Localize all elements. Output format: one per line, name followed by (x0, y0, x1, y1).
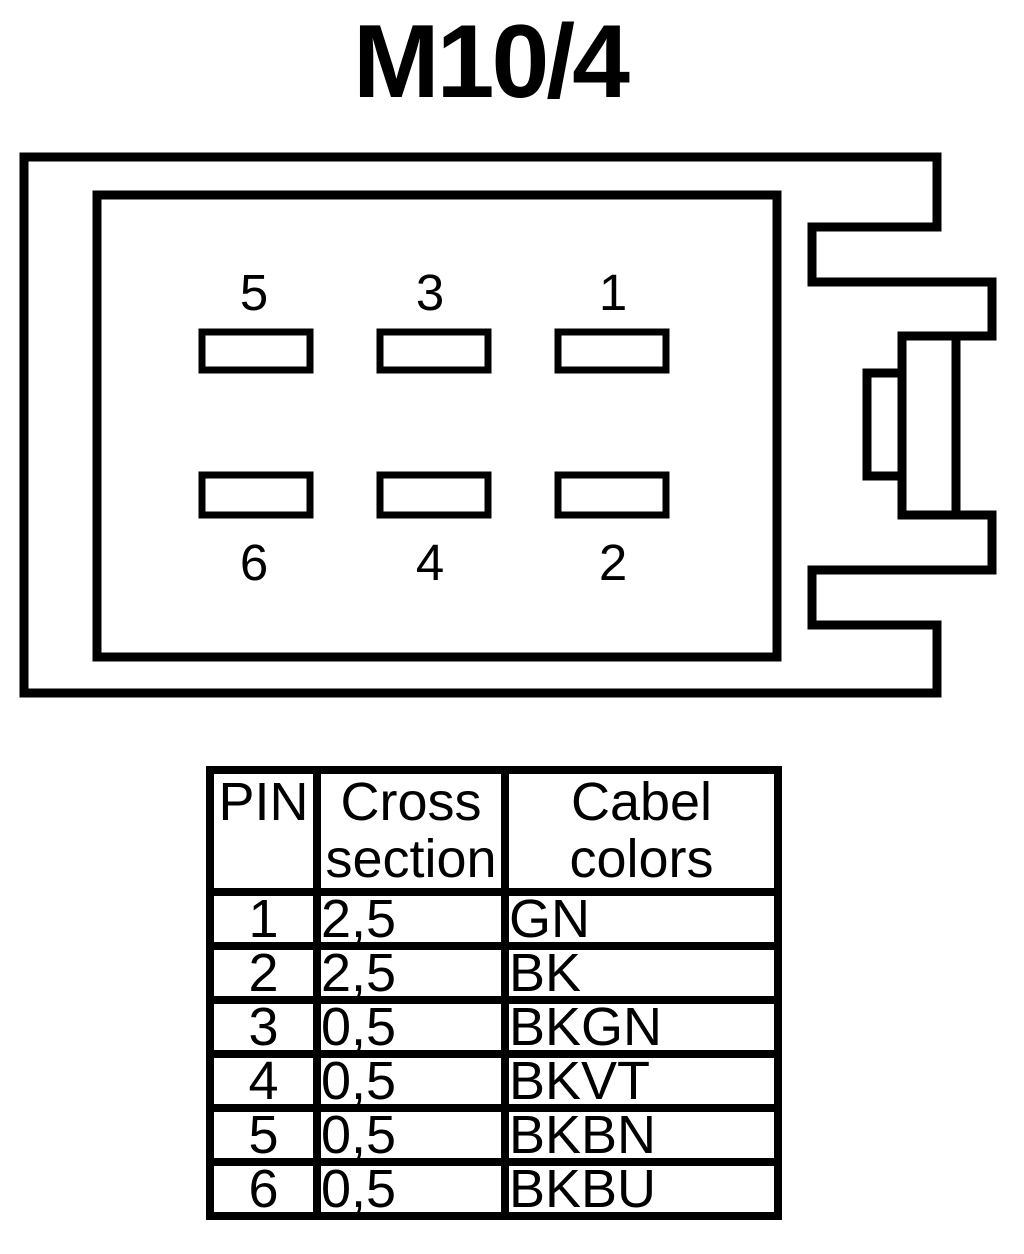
table-header-row: PIN Cross section Cabel colors (206, 766, 782, 896)
cable-color: BKGN (501, 996, 782, 1058)
pin-slot-2 (554, 471, 670, 519)
table-row: 2 2,5 BK (206, 942, 782, 1004)
pin-label-4: 4 (416, 534, 444, 591)
cross-section: 0,5 (313, 1050, 509, 1112)
connector-diagram: 5 3 1 6 4 2 (19, 152, 997, 698)
pin-label-5: 5 (240, 264, 268, 321)
pin-label-6: 6 (240, 534, 268, 591)
cable-color: BKVT (501, 1050, 782, 1112)
pin-number: 3 (206, 996, 321, 1058)
guide-tab (897, 331, 961, 520)
table-row: 1 2,5 GN (206, 888, 782, 950)
header-pin: PIN (206, 766, 321, 896)
cable-color: GN (501, 888, 782, 950)
cross-section: 2,5 (313, 942, 509, 1004)
pin-number: 1 (206, 888, 321, 950)
pin-slot-1 (554, 328, 670, 374)
pin-slot-3 (376, 328, 492, 374)
pin-number: 5 (206, 1104, 321, 1166)
table-row: 4 0,5 BKVT (206, 1050, 782, 1112)
pinout-table: PIN Cross section Cabel colors 1 2,5 GN … (206, 766, 782, 1220)
cable-color: BKBN (501, 1104, 782, 1166)
pin-label-3: 3 (416, 264, 444, 321)
pin-slot-4 (376, 471, 492, 519)
pin-slot-5 (198, 328, 314, 374)
pin-number: 6 (206, 1158, 321, 1220)
header-cross-section: Cross section (313, 766, 509, 896)
cross-section: 2,5 (313, 888, 509, 950)
cross-section: 0,5 (313, 996, 509, 1058)
guide-tab-bump (862, 368, 907, 481)
cable-color: BK (501, 942, 782, 1004)
cable-color: BKBU (501, 1158, 782, 1220)
pin-field-outline (92, 190, 782, 662)
cross-section: 0,5 (313, 1158, 509, 1220)
pin-label-1: 1 (599, 264, 627, 321)
pin-slot-6 (198, 471, 314, 519)
pin-label-2: 2 (599, 534, 627, 591)
cross-section: 0,5 (313, 1104, 509, 1166)
table-row: 3 0,5 BKGN (206, 996, 782, 1058)
header-cable-colors: Cabel colors (501, 766, 782, 896)
table-row: 6 0,5 BKBU (206, 1158, 782, 1220)
housing-outline (19, 152, 997, 698)
table-row: 5 0,5 BKBN (206, 1104, 782, 1166)
pin-number: 4 (206, 1050, 321, 1112)
pin-number: 2 (206, 942, 321, 1004)
connector-title: M10/4 (352, 4, 630, 120)
